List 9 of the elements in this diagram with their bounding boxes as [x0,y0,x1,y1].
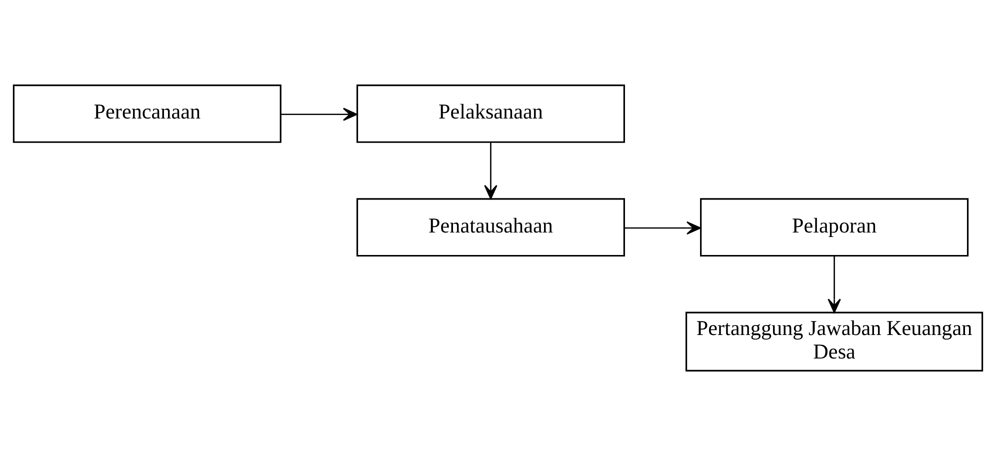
node-box: Pertanggung Jawaban Keuangan Desa [686,312,984,372]
node-box: Penatausahaan [356,198,625,257]
node-box: Pelaksanaan [356,84,625,143]
node-box: Perencanaan [12,84,282,143]
arrow [280,108,358,121]
node-box: Pelaporan [700,198,969,257]
arrow [828,256,841,314]
arrow [484,142,498,200]
arrow [624,221,701,235]
